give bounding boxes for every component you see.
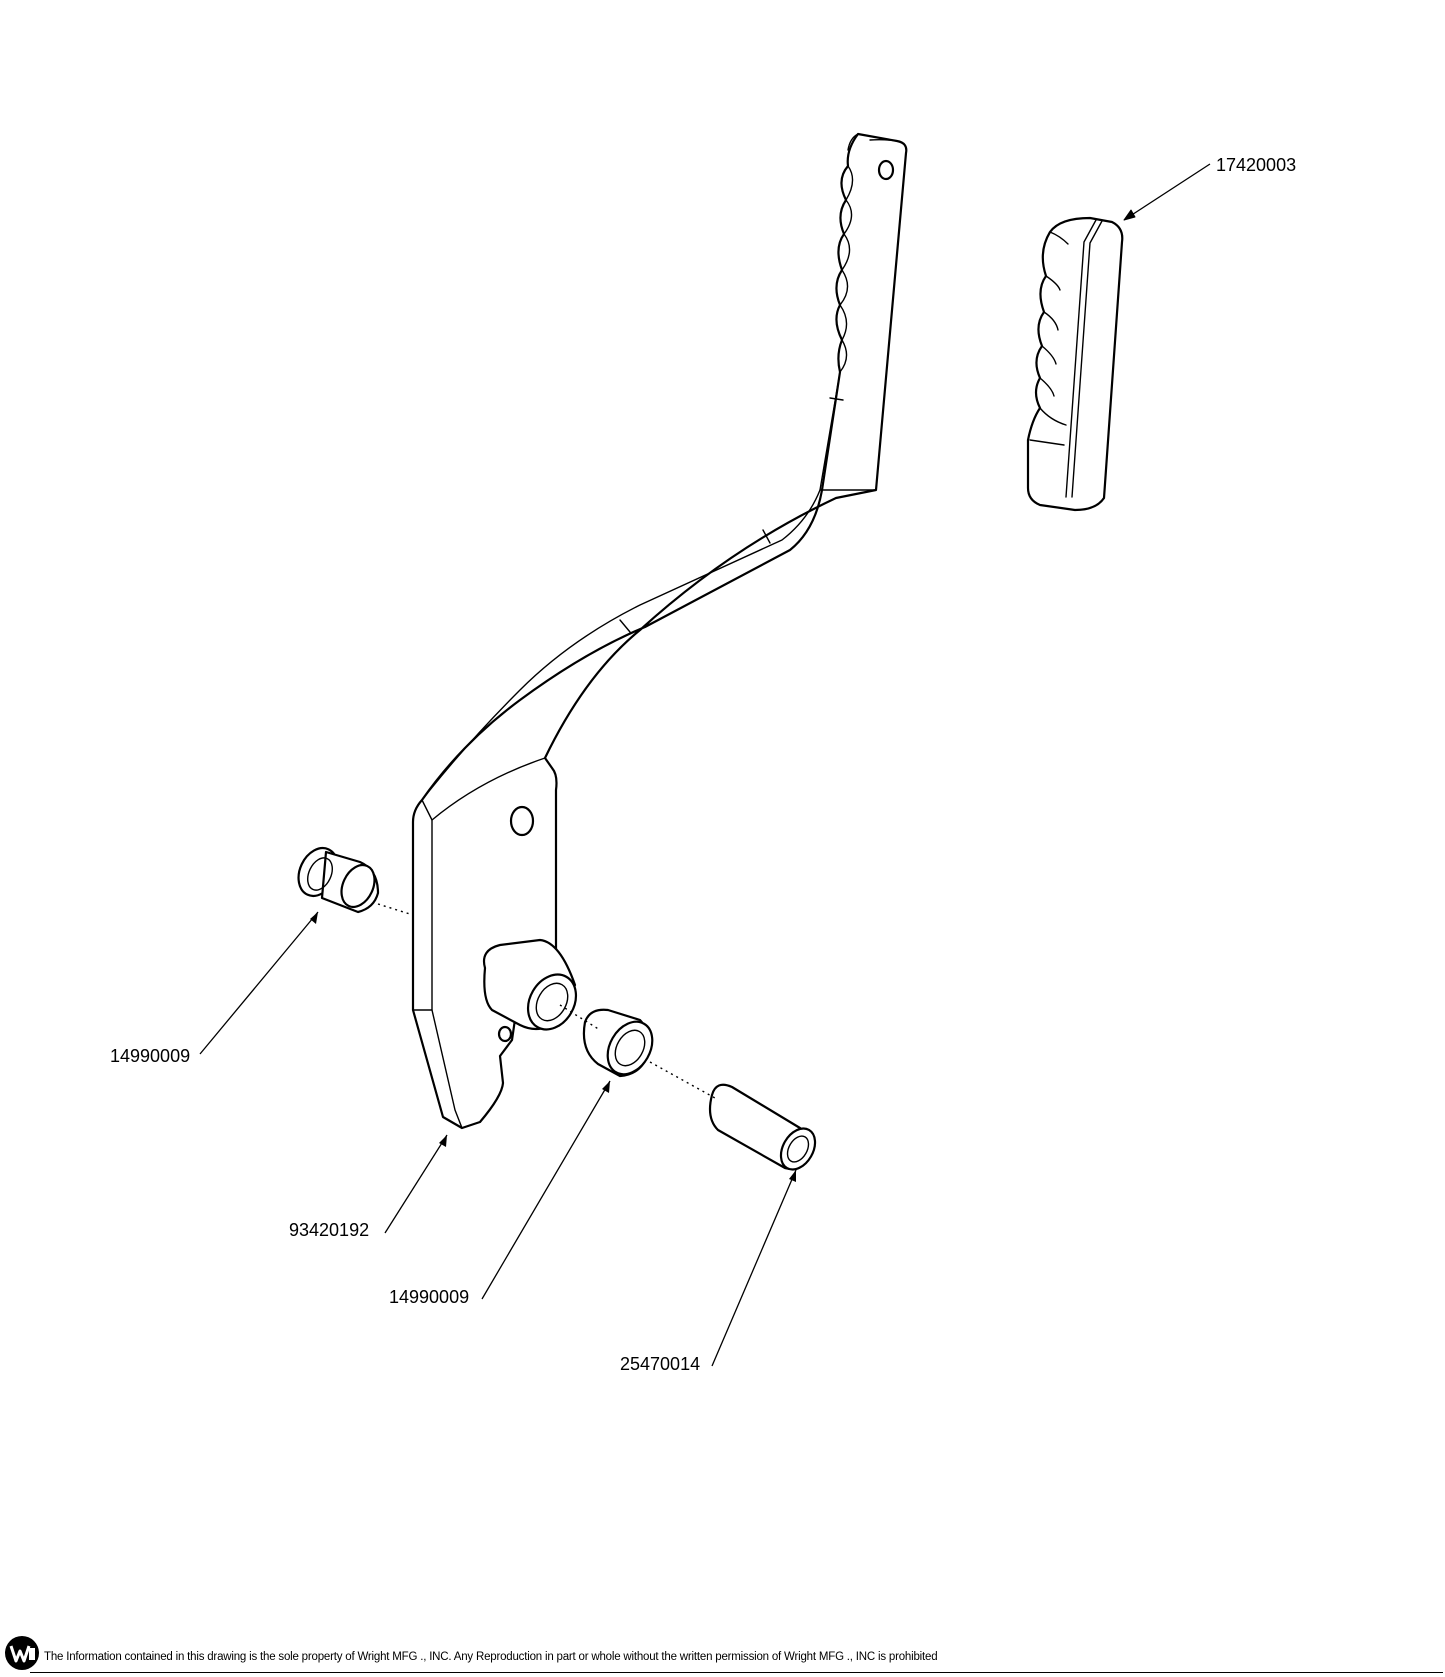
leader-lever (384, 1134, 448, 1234)
leader-grip (1123, 163, 1211, 221)
callout-spacer: 25470014 (620, 1354, 700, 1374)
bushing-right (582, 1008, 654, 1078)
grip (1026, 216, 1124, 512)
lever-arm (411, 132, 908, 1130)
arrow-bushing-left (310, 912, 318, 924)
callout-bushing-right: 14990009 (389, 1287, 469, 1307)
arrow-bushing-right (602, 1081, 610, 1093)
leader-bushing-right (481, 1080, 611, 1300)
callout-grip: 17420003 (1216, 155, 1296, 175)
arrow-lever (439, 1135, 447, 1147)
arrow-spacer (789, 1170, 796, 1182)
leader-bushing-left (199, 911, 319, 1055)
leader-spacer (711, 1169, 797, 1367)
wright-logo (5, 1636, 39, 1670)
callout-bushing-left: 14990009 (110, 1046, 190, 1066)
assembly-axis (377, 903, 716, 1099)
footer-divider (30, 1672, 1443, 1673)
footer-notice: The Information contained in this drawin… (44, 1651, 938, 1663)
callout-lever: 93420192 (289, 1220, 369, 1240)
bushing-left (297, 846, 380, 914)
arrow-grip (1123, 209, 1136, 221)
lever-boss (482, 938, 578, 1031)
spacer (708, 1083, 817, 1171)
